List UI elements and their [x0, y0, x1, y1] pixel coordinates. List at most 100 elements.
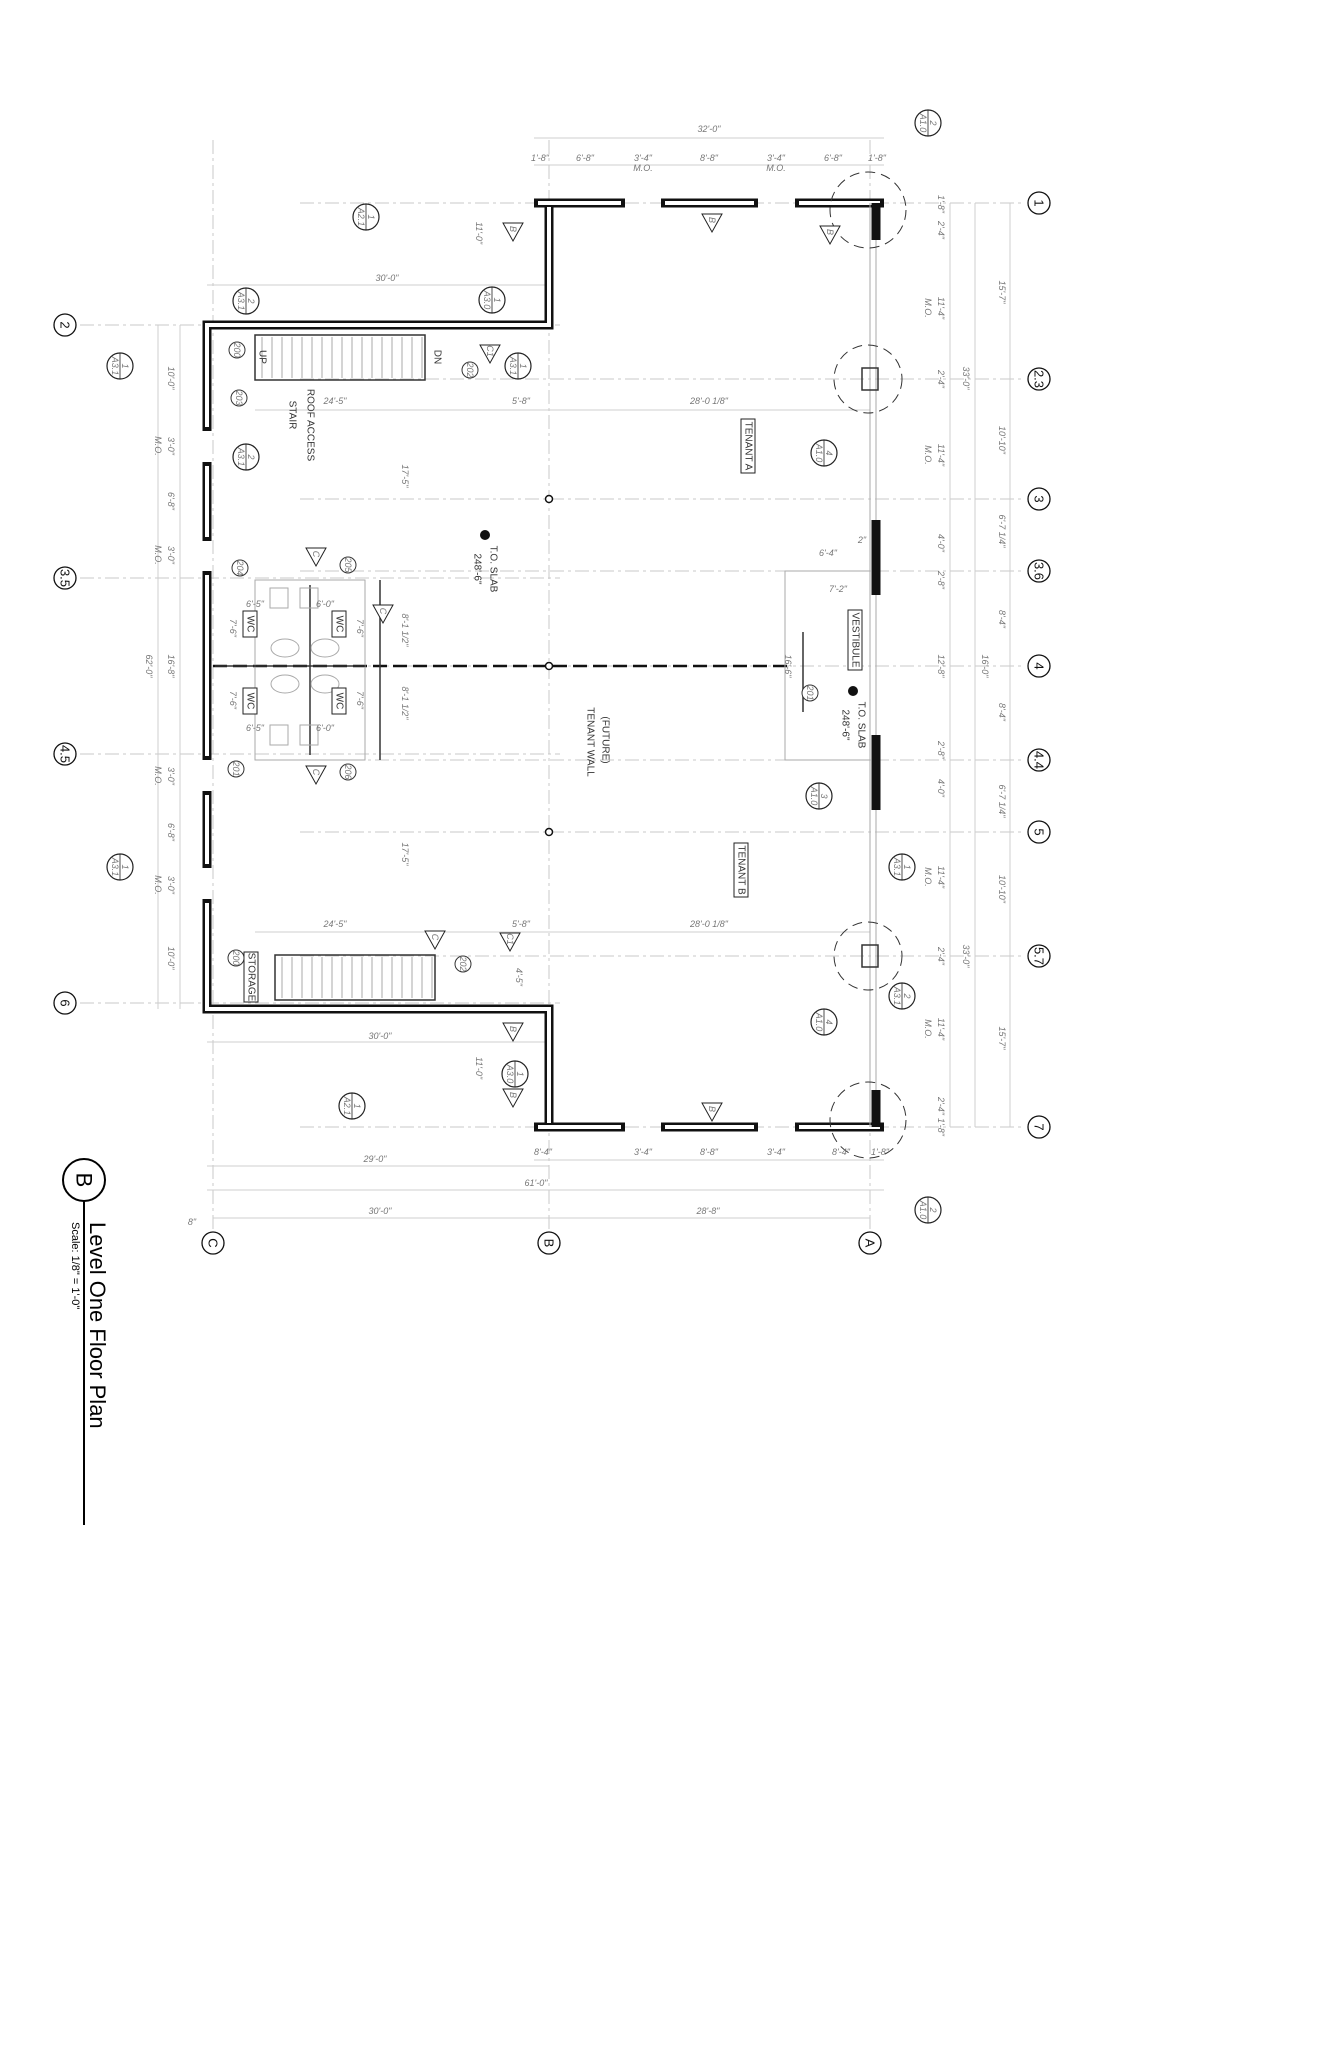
dimension-text: 15'-7" [997, 1027, 1007, 1051]
wall-type-tag [499, 932, 521, 953]
dimension-text: 6'-8" [166, 823, 176, 842]
dimension-text: M.O. [633, 163, 653, 173]
room-label-wc-box [331, 610, 347, 638]
dimension-text: 1'-8" [868, 153, 887, 163]
door-tag-number: 202 [465, 361, 475, 377]
dimension-text: 33'-0" [961, 367, 971, 391]
dimension-text: 6'-8" [576, 153, 595, 163]
door-tag-number: 206 [343, 763, 353, 779]
dimension-text: 2" [857, 535, 867, 545]
grid-label-row: 6 [58, 999, 73, 1006]
room-label-stair: STAIR [287, 401, 298, 430]
door-tag-number: 201 [805, 684, 815, 700]
section-sheet: A1.0 [814, 1012, 824, 1032]
dimension-text: M.O. [153, 436, 163, 456]
dimension-text: M.O. [153, 545, 163, 565]
section-sheet: A2.1 [342, 1096, 352, 1116]
grid-label-row: 4.5 [58, 745, 73, 763]
section-sheet: A3.1 [236, 291, 246, 311]
grid-label-row: 4.4 [1032, 751, 1047, 769]
dimension-text: 28'-0 1/8" [689, 919, 729, 929]
elevation-label: T.O. SLAB [488, 546, 499, 593]
section-number: 1 [352, 1103, 362, 1108]
dimension-text: 8'-1 1/2" [400, 687, 410, 721]
section-number: 1 [518, 363, 528, 368]
grid-label-row: 2.3 [1032, 370, 1047, 388]
stair-up-label: UP [257, 350, 268, 364]
dimension-text: 30'-0" [369, 1031, 393, 1041]
room-label-storage-box [243, 951, 259, 1003]
drawing-title-block: B Level One Floor Plan Scale: 1/8" = 1'-… [62, 1158, 110, 1525]
dimension-text: 2'-4" [936, 946, 946, 966]
dimension-text: 24'-5" [323, 396, 348, 406]
dimension-text: 6'-0" [316, 599, 335, 609]
section-number: 2 [928, 1206, 938, 1212]
dimension-text: 10'-0" [166, 947, 176, 971]
section-sheet: A3.1 [508, 356, 518, 376]
exterior-walls [202, 198, 884, 1132]
dimension-text: 29'-0" [363, 1154, 388, 1164]
dimension-text: 16'-0" [980, 655, 990, 679]
dimension-text: 30'-0" [376, 273, 400, 283]
wall-type-label: B [825, 229, 835, 235]
stair-upper [254, 334, 426, 381]
dimension-text: 4'-0" [936, 779, 946, 798]
title-marker: B [72, 1173, 97, 1188]
dimension-text: M.O. [923, 867, 933, 887]
grid-label-row: 3 [1032, 495, 1047, 502]
room-label-wc: WC [334, 693, 345, 710]
dimension-text: 3'-4" [767, 1147, 786, 1157]
section-sheet: A3.1 [892, 986, 902, 1006]
grid-bubble-row [1027, 559, 1051, 583]
dimension-text: 8'-1 1/2" [400, 614, 410, 648]
grid-bubble-row [1027, 1115, 1051, 1139]
wall-type-tag [305, 765, 327, 786]
section-number: 1 [120, 363, 130, 368]
stair-lower [274, 954, 436, 1001]
dimension-text: 17'-5" [400, 843, 410, 867]
room-label-wc-box [242, 687, 258, 715]
dimension-text: 3'-0" [166, 767, 176, 786]
section-sheet: A3.1 [236, 447, 246, 467]
section-sheet: A1.0 [918, 1200, 928, 1220]
grid-label-column: B [542, 1239, 557, 1248]
section-number: 2 [246, 297, 256, 303]
dimension-text: 4'-0" [936, 534, 946, 553]
wall-type-tag [372, 604, 394, 625]
dimension-text: 8" [188, 1217, 197, 1227]
dimension-text: 7'-6" [355, 619, 365, 638]
wall-type-tag [502, 1022, 524, 1043]
door-tag [230, 389, 248, 407]
room-label-storage: STORAGE [246, 953, 257, 1002]
dimension-text: 3'-4" [634, 153, 653, 163]
dimension-text: 7'-6" [228, 619, 238, 638]
drawing-scale: Scale: 1/8" = 1'-0" [69, 1222, 81, 1309]
grid-bubble-row [53, 991, 77, 1015]
wall-type-label: B [707, 1106, 717, 1112]
section-number: 1 [902, 864, 912, 869]
dimension-lines [157, 137, 1011, 1219]
dimension-text: 7'-6" [228, 691, 238, 710]
section-number: 2 [928, 119, 938, 125]
section-sheet: A3.0 [505, 1064, 515, 1084]
door-tag-number: 203 [234, 389, 244, 405]
grid-label-column: C [206, 1238, 221, 1247]
dimension-text: 2'-4" [936, 1096, 946, 1116]
dimension-text: 6'-7 1/4" [997, 785, 1007, 819]
grid-label-row: 5 [1032, 828, 1047, 835]
dimension-text: 11'-4" [936, 866, 946, 889]
section-number: 1 [120, 864, 130, 869]
dimension-text: 3'-4" [767, 153, 786, 163]
grid-label-row: 7 [1032, 1123, 1047, 1130]
section-sheet: A3.1 [110, 857, 120, 877]
door-tag-number: 205 [343, 556, 353, 573]
section-sheet: A1.0 [809, 786, 819, 806]
grid-bubble-row [1027, 367, 1051, 391]
grid-bubble-row [53, 313, 77, 337]
dimension-text: 28'-0 1/8" [689, 396, 729, 406]
section-sheet: A1.0 [918, 113, 928, 133]
wall-type-tag [502, 1088, 524, 1109]
elevation-label: T.O. SLAB [856, 702, 867, 749]
room-label-tenant-b: TENANT B [736, 845, 747, 895]
dimension-text: 3'-0" [166, 876, 176, 895]
